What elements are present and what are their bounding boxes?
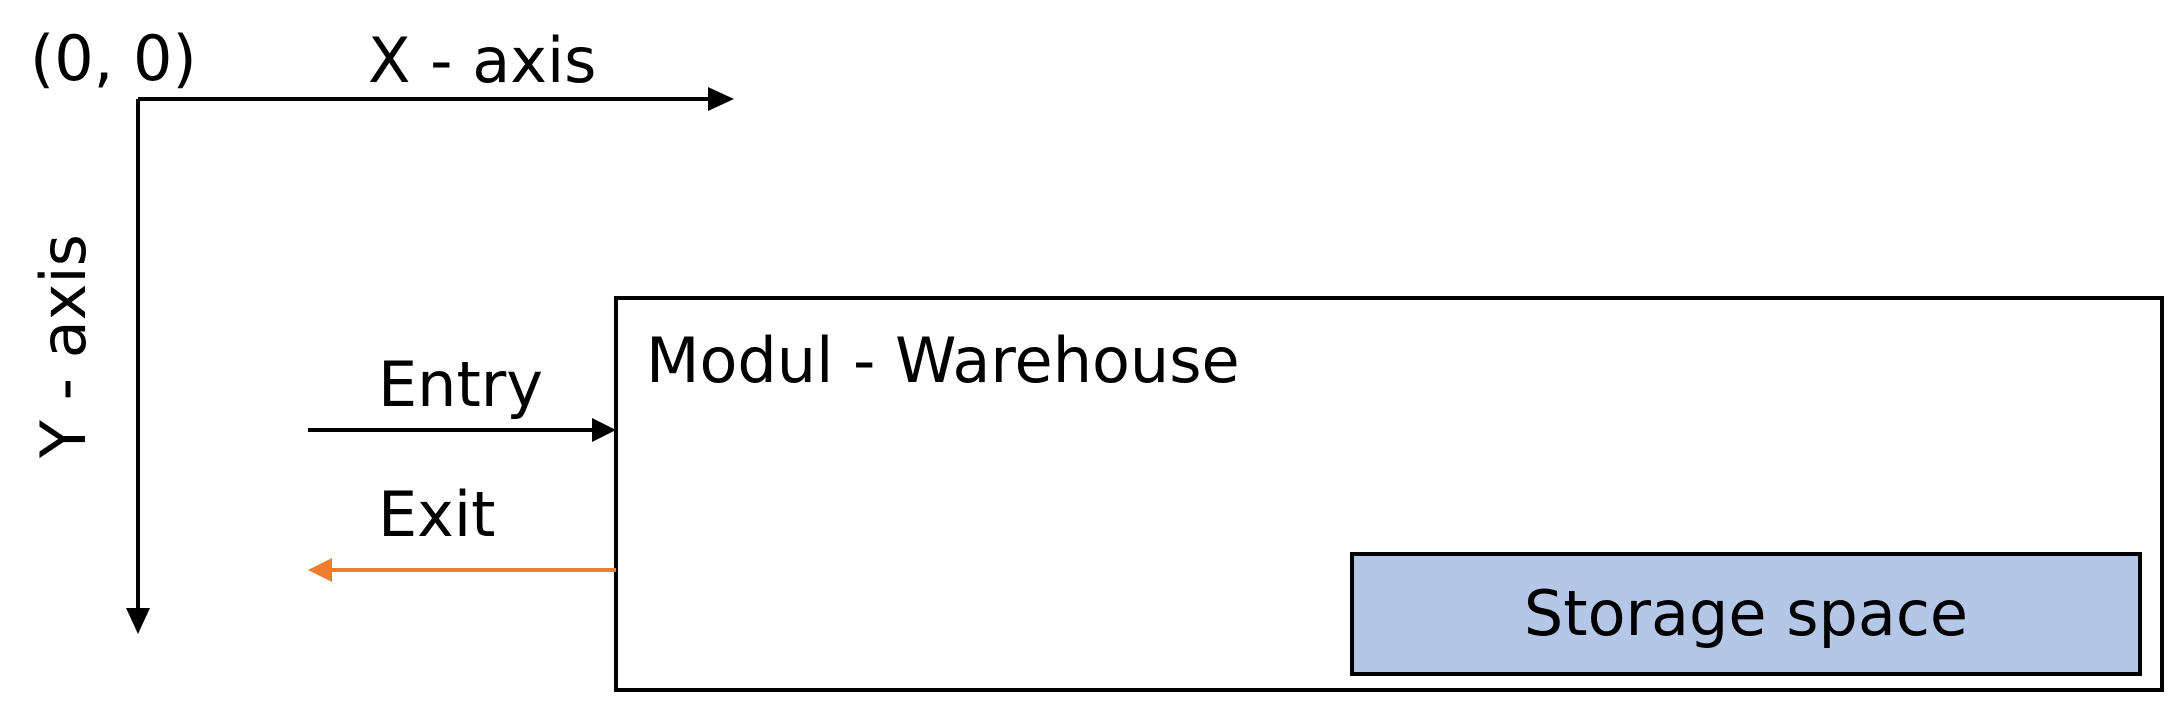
x-axis-arrowhead (708, 87, 734, 111)
storage-space-label: Storage space (1523, 577, 1969, 650)
y-axis-arrowhead (126, 608, 150, 634)
origin-label: (0, 0) (30, 22, 197, 95)
storage-space-box (1350, 552, 2142, 676)
x-axis-label: X - axis (368, 24, 597, 97)
exit-label: Exit (378, 478, 496, 551)
entry-label: Entry (378, 348, 543, 421)
exit-arrowhead (308, 558, 332, 582)
y-axis-label: Y - axis (27, 234, 100, 458)
module-title: Modul - Warehouse (646, 324, 1240, 397)
entry-arrowhead (592, 418, 616, 442)
